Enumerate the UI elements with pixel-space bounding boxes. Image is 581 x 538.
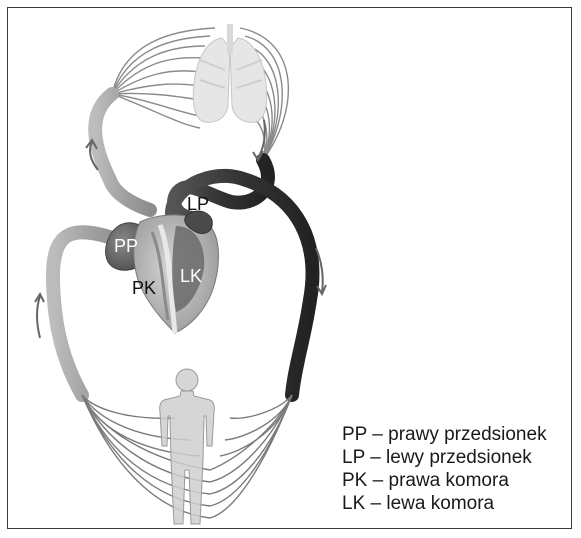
legend-item-pp: PP – prawy przedsionek <box>342 423 547 446</box>
legend-item-lp: LP – lewy przedsionek <box>342 446 547 469</box>
label-pp: PP <box>114 236 138 256</box>
legend-item-pk: PK – prawa komora <box>342 469 547 492</box>
flow-arrow <box>35 294 44 338</box>
pulmonary-artery <box>95 94 150 210</box>
lungs-illustration <box>193 24 266 122</box>
legend-item-lk: LK – lewa komora <box>342 492 547 515</box>
label-lk: LK <box>180 266 202 286</box>
legend: PP – prawy przedsionek LP – lewy przedsi… <box>342 423 547 515</box>
label-pk: PK <box>132 278 156 298</box>
label-lp: LP <box>187 194 209 214</box>
